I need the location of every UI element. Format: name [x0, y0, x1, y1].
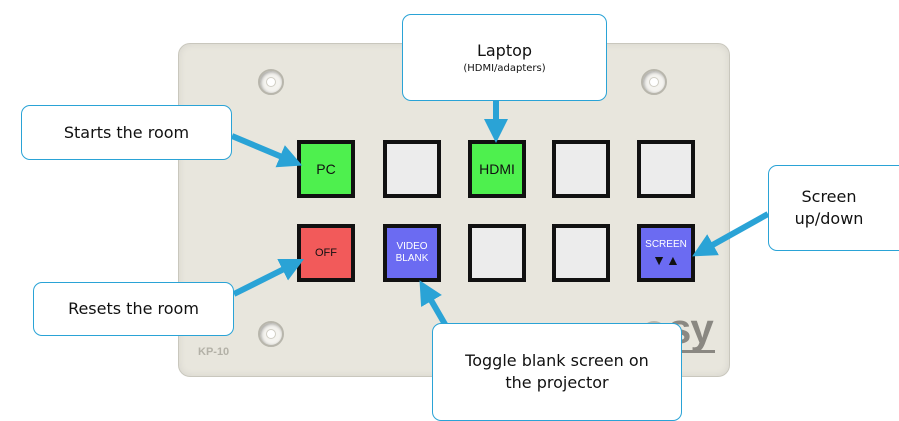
- pc-button-label: PC: [316, 160, 336, 177]
- callout-resets-text: Resets the room: [68, 299, 199, 318]
- hdmi-button-label: HDMI: [479, 160, 515, 177]
- blank-button-1[interactable]: [383, 140, 441, 198]
- arrow-starts: [230, 133, 303, 168]
- blank-button-2[interactable]: [552, 140, 610, 198]
- screen-button[interactable]: SCREEN ▼▲: [637, 224, 695, 282]
- callout-screen-updown: Screen up/down: [768, 165, 899, 251]
- pc-button[interactable]: PC: [297, 140, 355, 198]
- mount-hole-top-right: [641, 69, 667, 95]
- arrow-resets: [232, 258, 305, 297]
- mount-hole-bottom-left: [258, 321, 284, 347]
- callout-toggle-line1: Toggle blank screen on: [465, 351, 649, 370]
- callout-starts-text: Starts the room: [63, 122, 190, 142]
- video-blank-button-label: VIDEO BLANK: [395, 241, 429, 264]
- callout-laptop: Laptop (HDMI/adapters): [402, 14, 607, 101]
- up-down-arrows-icon: ▼▲: [652, 251, 680, 268]
- blank-button-3[interactable]: [637, 140, 695, 198]
- mount-hole-top-left: [258, 69, 284, 95]
- callout-toggle-line2: the projector: [505, 373, 609, 392]
- logo-underline: [671, 350, 715, 353]
- off-button[interactable]: OFF: [297, 224, 355, 282]
- callout-screen-line2: up/down: [794, 209, 864, 228]
- callout-laptop-title: Laptop: [476, 40, 533, 60]
- callout-starts-the-room: Starts the room: [21, 105, 232, 160]
- hdmi-button[interactable]: HDMI: [468, 140, 526, 198]
- blank-button-4[interactable]: [468, 224, 526, 282]
- model-label: KP-10: [198, 346, 230, 358]
- arrow-screen: [692, 211, 770, 257]
- callout-laptop-subtitle: (HDMI/adapters): [463, 62, 546, 74]
- video-blank-button[interactable]: VIDEO BLANK: [383, 224, 441, 282]
- off-button-label: OFF: [315, 246, 337, 259]
- screen-button-label: SCREEN: [645, 238, 687, 250]
- blank-button-5[interactable]: [552, 224, 610, 282]
- arrow-toggle: [419, 280, 449, 328]
- callout-resets-the-room: Resets the room: [33, 282, 234, 336]
- callout-toggle-blank-screen: Toggle blank screen on the projector: [432, 323, 682, 421]
- callout-screen-line1: Screen: [801, 187, 857, 206]
